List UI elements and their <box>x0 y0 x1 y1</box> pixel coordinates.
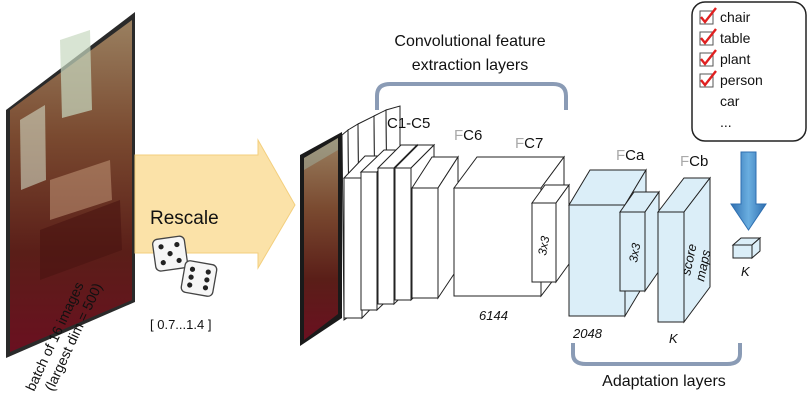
checkmark-icon <box>700 28 717 45</box>
class-item-label: person <box>720 72 763 88</box>
checkmark-icon <box>700 70 717 87</box>
class-item: plant <box>699 49 750 67</box>
adaptation-brace-label: Adaptation layers <box>602 373 726 390</box>
conv-brace-label-line2: extraction layers <box>412 57 529 74</box>
score-maps-line2: maps <box>692 248 713 283</box>
score-maps-line1: score <box>678 242 699 276</box>
fc7-kernel-label: 3x3 <box>535 235 552 257</box>
class-item-label: car <box>720 93 740 109</box>
adaptation-brace <box>571 343 742 366</box>
class-item: ... <box>720 114 732 130</box>
class-item: chair <box>699 7 751 25</box>
checkmark-icon <box>700 49 717 66</box>
fcb-label: FCb <box>680 153 708 170</box>
class-item-label: table <box>720 30 751 46</box>
class-to-output-arrow <box>730 151 767 231</box>
fc7-label: FC7 <box>515 135 543 152</box>
rescale-label: Rescale <box>150 208 219 229</box>
c1-c5-label: C1-C5 <box>387 115 430 132</box>
rescaled-image <box>300 132 342 346</box>
class-item-label: chair <box>720 9 751 25</box>
checkmark-icon <box>700 7 717 24</box>
dice-icon <box>151 235 218 297</box>
class-list: chair table plant person car... <box>699 7 763 130</box>
class-item-label: plant <box>720 51 750 67</box>
output-dim-label: K <box>741 264 751 279</box>
fc7-dim-label: 6144 <box>479 308 508 323</box>
rescale-range: [ 0.7...1.4 ] <box>150 317 211 332</box>
fca-kernel-label: 3x3 <box>626 242 643 264</box>
class-item-label: ... <box>720 114 732 130</box>
fca-kernel-box <box>619 190 660 293</box>
output-k-cube <box>731 236 762 260</box>
class-item: person <box>699 70 763 88</box>
fcb-block <box>656 176 712 324</box>
class-item: car <box>720 93 740 109</box>
fc6-label: FC6 <box>454 127 482 144</box>
conv-block-5 <box>411 155 459 300</box>
fca-label: FCa <box>616 147 645 164</box>
fca-dim-label: 2048 <box>572 326 603 341</box>
class-list-box <box>691 1 807 142</box>
input-image-stack <box>6 12 135 358</box>
conv-brace <box>375 82 568 110</box>
class-item: table <box>699 28 751 46</box>
fcb-dim-label: K <box>669 331 679 346</box>
fc7-kernel-box <box>531 183 570 284</box>
conv-brace-label-line1: Convolutional feature <box>394 33 545 50</box>
